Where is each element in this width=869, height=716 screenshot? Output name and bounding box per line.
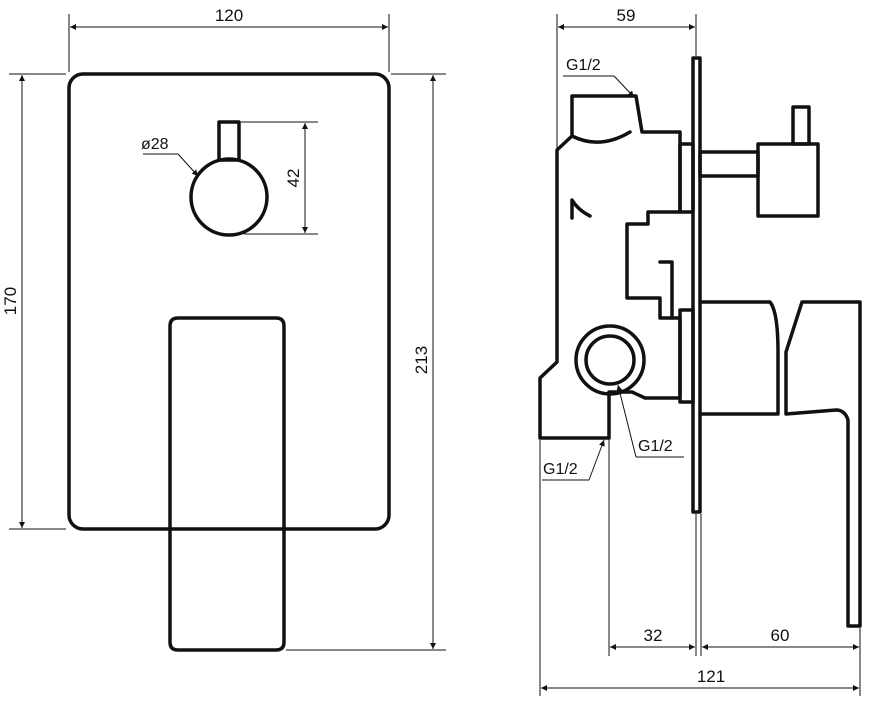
dim-depth-label: 59 <box>617 6 636 25</box>
valve-body <box>538 94 682 440</box>
body-detail <box>658 260 674 320</box>
leader-line <box>616 384 637 458</box>
body-detail <box>570 198 592 220</box>
diverter-spindle <box>698 150 760 178</box>
outlet-ring-inner <box>584 334 636 386</box>
cover-plate <box>67 72 391 531</box>
dim-knob-height-label: 42 <box>284 169 303 188</box>
dim-32-label: 32 <box>644 626 663 645</box>
leader-line <box>177 153 199 177</box>
conn-bottom-label: G1/2 <box>543 461 578 478</box>
wall-flange <box>691 56 702 514</box>
lever-handle-upper <box>168 316 286 531</box>
dim-width-label: 120 <box>215 6 243 25</box>
conn-mid-label: G1/2 <box>638 438 673 455</box>
front-view: 120 170 42 213 ø28 <box>1 6 446 652</box>
top-inlet-curve <box>570 130 632 144</box>
dim-60-label: 60 <box>771 626 790 645</box>
upper-cartridge <box>678 142 695 214</box>
lever-side <box>784 300 862 628</box>
leader-line <box>588 439 605 481</box>
side-view: 59 G1/2 G1/2 G1/2 32 60 121 <box>538 6 862 696</box>
cartridge-cover <box>698 300 780 416</box>
dim-knob-dia-label: ø28 <box>141 136 169 153</box>
diverter-stem-side <box>791 105 811 146</box>
outlet-ring-outer <box>574 324 646 396</box>
diverter-knob <box>189 157 269 237</box>
dim-overall-height-label: 213 <box>412 346 431 374</box>
dim-height-label: 170 <box>1 287 20 315</box>
leader-line <box>613 75 635 98</box>
dim-121-label: 121 <box>697 667 725 686</box>
diverter-knob-side <box>756 142 820 218</box>
conn-top-label: G1/2 <box>566 57 601 74</box>
lever-handle-lower <box>168 527 286 652</box>
lower-cartridge <box>678 308 695 404</box>
diverter-stem <box>217 120 241 162</box>
